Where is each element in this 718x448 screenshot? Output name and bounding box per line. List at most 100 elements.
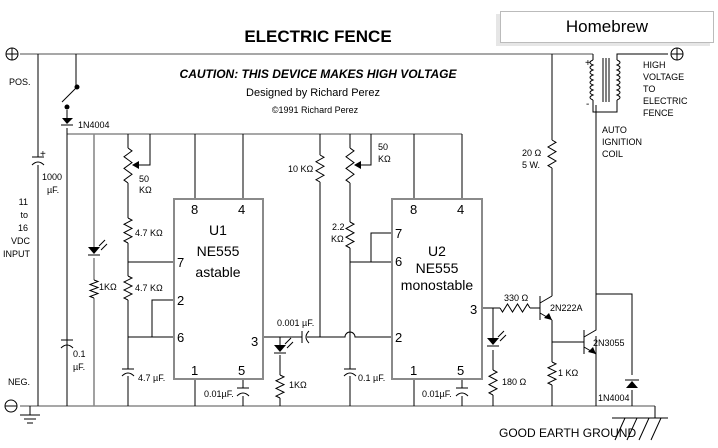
resistor-icon [344,221,356,249]
u2-labels: U2 NE555 monostable 8 4 7 6 2 3 1 5 [395,202,477,378]
ignition-coil-icon: +- [585,58,621,110]
page-title: ELECTRIC FENCE [244,27,391,46]
u2-pin: 4 [457,202,464,217]
label-c-input: µF. [47,185,59,195]
label-r-22: 2.2 [332,222,345,232]
u1-ne555-chip [173,198,264,380]
negative-terminal-icon [4,399,18,413]
u1-labels: U1 NE555 astable 8 4 7 2 6 3 1 5 [177,202,258,378]
u1-pin: 1 [191,363,198,378]
transistor-2n3055-icon [583,316,597,355]
label-c01: µF. [73,362,85,372]
resistor-icon [274,374,286,399]
neg-label: NEG. [8,377,30,387]
label-pot1: 50 [139,174,149,184]
capacitor-icon [60,339,74,349]
label-hv: FENCE [643,108,674,118]
input-voltage-label: 11 [19,197,28,207]
label-pot1: KΩ [139,185,152,195]
u1-part: NE555 [197,243,240,259]
label-d1: 1N4004 [78,120,110,130]
u2-mode: monostable [401,277,474,293]
u1-pin: 8 [191,202,198,217]
label-c5-1: 0.01µF. [204,389,234,399]
led-icon [487,330,507,347]
u2-pin: 1 [410,363,417,378]
input-voltage-label: INPUT [3,249,31,259]
label-c5-2: 0.01µF. [422,389,452,399]
label-hv: ELECTRIC [643,96,688,106]
label-r2: 4.7 KΩ [135,283,163,293]
u1-name: U1 [209,222,227,238]
capacitor-icon [301,330,310,344]
potentiometer-icon [123,147,133,184]
label-c-timing1: 4.7 µF. [138,373,165,383]
potentiometer-icon [345,147,355,184]
svg-text:-: - [586,99,589,110]
u1-pin: 6 [177,330,184,345]
u2-name: U2 [428,243,446,259]
u2-pin: 6 [395,254,402,269]
capacitor-icon [455,387,469,397]
u1-pin: 5 [238,363,245,378]
label-q1: 2N222A [550,303,583,313]
label-c-couple: 0.001 µF. [277,318,314,328]
u2-pin: 2 [395,330,402,345]
diode-icon [61,118,73,126]
label-r1: 4.7 KΩ [135,228,163,238]
power-switch-icon [61,84,80,110]
u1-mode: astable [195,264,240,280]
earth-ground-icon [612,417,668,441]
label-r-10k: 10 KΩ [288,164,314,174]
ground-icon [20,406,40,424]
resistor-icon [122,217,134,244]
caution-text: CAUTION: THIS DEVICE MAKES HIGH VOLTAGE [180,67,458,81]
copyright: ©1991 Richard Perez [272,105,359,115]
input-voltage-label: to [20,210,28,220]
label-c-input: 1000 [42,172,62,182]
label-hv: HIGH [643,60,666,70]
label-r-20: 20 Ω [522,148,542,158]
u1-pin: 4 [238,202,245,217]
u2-pin: 5 [457,363,464,378]
u2-pin: 3 [470,302,477,317]
u1-pin: 7 [177,255,184,270]
u1-pin: 2 [177,293,184,308]
designer-credit: Designed by Richard Perez [246,87,380,99]
wiper-arrow-icon [354,161,361,169]
svg-text:+: + [585,58,591,69]
hv-output-terminal-icon [670,47,684,61]
label-hv: VOLTAGE [643,72,684,82]
label-r-22: KΩ [331,234,344,244]
label-hv: TO [643,84,655,94]
capacitor-icon: + [31,149,46,166]
resistor-icon [546,361,558,386]
label-q2: 2N3055 [593,338,625,348]
component-labels: POS. NEG. 11 to 16 VDC INPUT 1000 µF. 1N… [3,60,688,403]
label-c01: 0.1 [73,349,86,359]
u2-part: NE555 [416,260,459,276]
ground-label: GOOD EARTH GROUND [499,426,636,440]
label-r-330: 330 Ω [504,293,529,303]
led-icon [88,239,108,256]
u1-pin: 3 [251,334,258,349]
svg-text:+: + [40,149,46,160]
positive-terminal-icon [5,47,19,61]
diode-icon [625,379,639,388]
label-r-20: 5 W. [522,160,540,170]
label-pot2: 50 [378,142,388,152]
resistor-icon [314,154,326,183]
label-r-led2: 1KΩ [289,380,307,390]
u2-pin: 8 [410,202,417,217]
u2-pin: 7 [395,226,402,241]
label-c-timing2: 0.1 µF. [358,373,385,383]
label-pot2: KΩ [378,154,391,164]
wiper-arrow-icon [132,161,139,169]
capacitor-icon [236,387,250,397]
resistor-icon [122,275,134,301]
capacitor-icon [121,368,135,377]
pos-label: POS. [9,77,31,87]
resistor-icon [499,303,531,313]
resistor-icon [487,369,499,396]
